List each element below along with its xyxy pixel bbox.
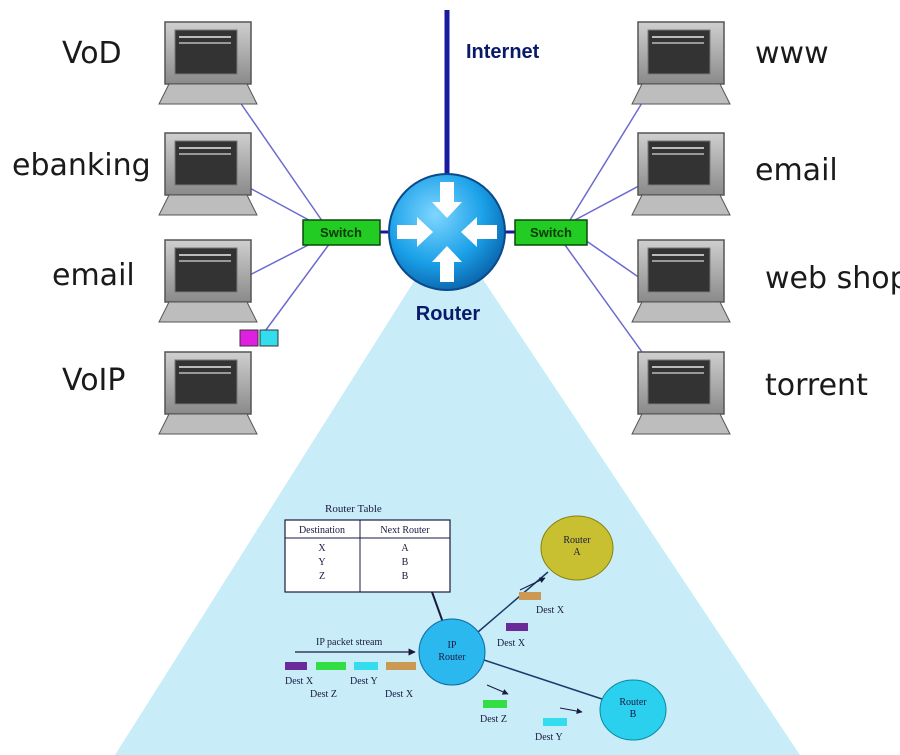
packet-in-1 <box>285 662 307 670</box>
router-icon <box>388 173 506 291</box>
arrow-to-b-1 <box>486 684 509 695</box>
packet-a-label-2: Dest X <box>497 638 526 649</box>
svg-text:X: X <box>318 543 326 554</box>
packet-a-2 <box>506 623 528 631</box>
svg-text:Y: Y <box>318 557 325 568</box>
router-label: Router <box>416 303 481 325</box>
packet-b-label-2: Dest Y <box>535 732 563 743</box>
monitor-ebanking <box>158 132 258 216</box>
svg-text:Switch: Switch <box>320 225 362 240</box>
ip-router-node: IP Router <box>418 618 486 686</box>
router-a-node: Router A <box>540 515 614 581</box>
monitor-www <box>631 21 731 105</box>
svg-text:A: A <box>573 547 581 558</box>
svg-text:IP: IP <box>448 640 457 651</box>
host-label-torrent: torrent <box>765 368 868 403</box>
packet-b-label-1: Dest Z <box>480 714 507 725</box>
voip-packet-cyan <box>259 329 279 347</box>
host-label-vod: VoD <box>62 36 122 71</box>
host-label-www: www <box>755 36 829 71</box>
internet-label: Internet <box>466 41 540 63</box>
router-detail-cone <box>115 275 800 755</box>
svg-text:Router: Router <box>563 535 591 546</box>
svg-text:B: B <box>630 709 637 720</box>
svg-text:B: B <box>402 557 409 568</box>
switch-left: Switch <box>302 219 381 246</box>
packet-b-1 <box>483 700 507 708</box>
svg-text:A: A <box>401 543 409 554</box>
packet-in-label-2: Dest Z <box>310 689 337 700</box>
arrow-to-a <box>519 577 546 591</box>
router-table-title: Router Table <box>325 503 382 515</box>
router-table: Destination Next Router X A Y B Z B <box>284 519 451 593</box>
host-label-ebanking: ebanking <box>12 148 151 183</box>
svg-text:Next Router: Next Router <box>380 525 430 536</box>
switch-right: Switch <box>514 219 588 246</box>
packet-in-label-4: Dest X <box>385 689 414 700</box>
packet-b-2 <box>543 718 567 726</box>
packet-a-label-1: Dest X <box>536 605 565 616</box>
monitor-web-shop <box>631 239 731 323</box>
svg-text:Switch: Switch <box>530 225 572 240</box>
monitor-email-right <box>631 132 731 216</box>
monitor-vod <box>158 21 258 105</box>
host-label-voip: VoIP <box>62 363 126 398</box>
host-label-web-shop: web shop <box>765 261 900 296</box>
packet-in-3 <box>354 662 378 670</box>
svg-text:Router: Router <box>619 697 647 708</box>
packet-in-label-3: Dest Y <box>350 676 378 687</box>
packet-in-label-1: Dest X <box>285 676 314 687</box>
packet-in-2 <box>316 662 346 670</box>
host-label-email-left: email <box>52 258 135 293</box>
router-b-node: Router B <box>599 679 667 741</box>
host-label-email-right: email <box>755 153 838 188</box>
monitor-torrent <box>631 351 731 435</box>
arrow-to-b-2 <box>559 707 583 714</box>
svg-text:Z: Z <box>319 571 325 582</box>
voip-packet-magenta <box>239 329 259 347</box>
svg-text:Router: Router <box>438 652 466 663</box>
svg-text:B: B <box>402 571 409 582</box>
monitor-voip <box>158 351 258 435</box>
svg-text:Destination: Destination <box>299 525 345 536</box>
packet-stream-label: IP packet stream <box>316 637 382 648</box>
monitor-email-left <box>158 239 258 323</box>
path-to-router-b <box>483 659 606 701</box>
packet-a-1 <box>519 592 541 600</box>
packet-in-4 <box>386 662 416 670</box>
